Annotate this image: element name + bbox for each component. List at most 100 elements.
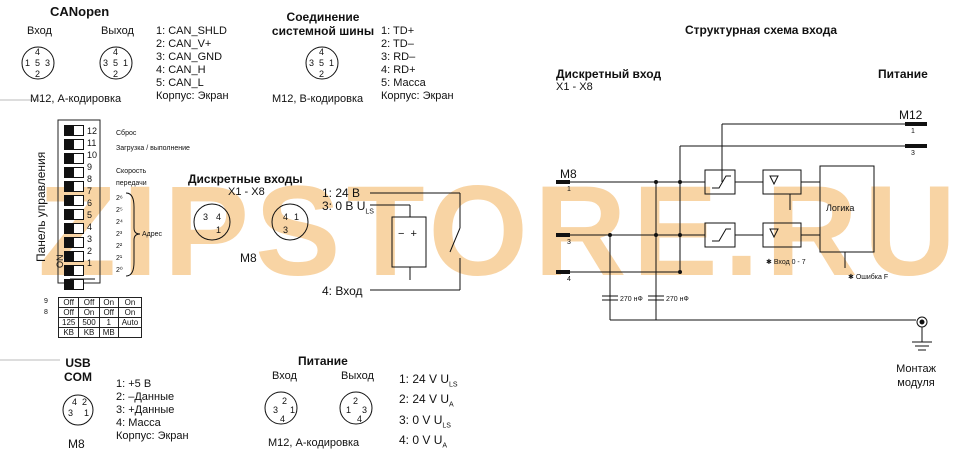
usb-title-line: USB [65, 356, 91, 370]
table-cell: 500 [78, 317, 100, 328]
terminal-label: 1 [567, 186, 571, 193]
table-cell: KB [57, 327, 80, 338]
dip-switch-8[interactable] [64, 181, 84, 192]
pinout-line: 4: 0 V UA [399, 433, 458, 453]
di-pin1: 1: 24 В [322, 186, 361, 200]
table-row: Off On Off On [57, 307, 143, 318]
canopen-title: CANopen [50, 4, 110, 19]
canopen-coding: M12, А-кодировка [30, 93, 122, 105]
load-label: Загрузка / выполнение [116, 145, 190, 152]
pin-label: 2 [35, 69, 41, 79]
pinout-line: 1: +5 В [116, 378, 152, 390]
pinout-sub: LS [449, 381, 458, 389]
di-pin4: 4: Вход [322, 284, 363, 298]
terminal-label: 3 [911, 150, 915, 157]
dip-row-label-9: 9 [44, 298, 48, 305]
dip-switch-column [64, 125, 84, 290]
pin-label: 3 [273, 405, 279, 415]
power-out-connector [339, 391, 373, 425]
sysbus-coding: M12, B-кодировка [272, 93, 364, 105]
power-in-connector [264, 391, 298, 425]
pin-label: 2 [282, 396, 288, 406]
pin-label: 4 [280, 414, 286, 424]
pinout-line: 3: CAN_GND [156, 51, 223, 63]
pinout-line: Корпус: Экран [156, 90, 229, 102]
di-pin3-sub: LS [365, 208, 374, 216]
dip-num: 5 [87, 210, 93, 220]
pinout-sub: LS [442, 422, 451, 430]
pin-label: 4 [216, 212, 222, 222]
pinout-text: 1: 24 V U [399, 372, 450, 386]
pinout-line: Корпус: Экран [381, 90, 454, 102]
dip-on-label: ON [55, 254, 65, 269]
dip-switch-3[interactable] [64, 251, 84, 262]
pin-label: 3 [103, 58, 109, 68]
pow-label: 2⁰ [116, 267, 123, 274]
dip-switch-11[interactable] [64, 139, 84, 150]
table-cell: MB [98, 327, 119, 338]
dip-switch-2[interactable] [64, 265, 84, 276]
table-cell: 125 [57, 317, 80, 328]
pin-label: 3 [362, 405, 368, 415]
pin-label: 2 [353, 396, 359, 406]
usb-pinout: 1: +5 В 2: –Данные 3: +Данные 4: Масса К… [116, 378, 189, 443]
cap1-label: 270 нФ [620, 296, 643, 303]
pin-label: 4 [319, 47, 325, 57]
table-cell: Off [98, 307, 119, 318]
pin-label: 5 [113, 58, 119, 68]
dip-switch-10[interactable] [64, 153, 84, 164]
di-conn: M8 [240, 251, 257, 265]
pin-label: 4 [357, 414, 363, 424]
dip-switch-5[interactable] [64, 223, 84, 234]
dip-switch-6[interactable] [64, 209, 84, 220]
terminal-label: 1 [911, 128, 915, 135]
dip-switch-4[interactable] [64, 237, 84, 248]
dip-switch-1[interactable] [64, 279, 84, 290]
dip-num: 2 [87, 246, 93, 256]
pinout-line: 1: CAN_SHLD [156, 25, 227, 37]
pow-label: 2⁵ [116, 207, 123, 214]
usb-title-line: COM [64, 370, 92, 384]
pinout-sub: A [449, 401, 454, 409]
block-power-title: Питание [878, 67, 928, 81]
pin-label: 5 [35, 58, 41, 68]
pinout-line: Корпус: Экран [116, 430, 189, 442]
pin-label: 1 [84, 408, 90, 418]
power-out-label: Выход [341, 370, 374, 382]
dip-position-numbers: 12 11 10 9 8 7 6 5 4 3 2 1 [87, 125, 97, 269]
pinout-line: 4: CAN_H [156, 64, 206, 76]
table-cell: Auto [117, 317, 143, 328]
pin-label: 4 [283, 212, 289, 222]
dip-num: 6 [87, 198, 93, 208]
canopen-pinout: 1: CAN_SHLD 2: CAN_V+ 3: CAN_GND 4: CAN_… [156, 25, 229, 103]
pow-label: 2⁶ [116, 195, 123, 202]
table-cell [117, 327, 143, 338]
dip-num: 4 [87, 222, 93, 232]
pin-label: 3 [68, 408, 74, 418]
table-cell: On [117, 297, 143, 308]
pin-label: 3 [45, 58, 51, 68]
pinout-line: 5: Масса [381, 77, 426, 89]
block-title: Структурная схема входа [685, 23, 838, 37]
pow-label: 2³ [116, 231, 123, 238]
power-coding: M12, А-кодировка [268, 437, 360, 449]
dip-num: 12 [87, 126, 98, 136]
sysbus-title-line: Соединение [286, 10, 360, 24]
table-cell: On [98, 297, 119, 308]
dip-num: 3 [87, 234, 93, 244]
reset-label: Сброс [116, 130, 137, 137]
address-powers: 2⁶ 2⁵ 2⁴ 2³ 2² 2¹ 2⁰ [116, 193, 123, 277]
di-connector-left [193, 203, 231, 241]
table-row: Off Off On On [57, 297, 143, 308]
dip-num: 9 [87, 162, 93, 172]
canopen-out-connector [99, 46, 133, 80]
di-source-minus: − + [398, 228, 417, 240]
di-range: X1 - X8 [228, 186, 265, 198]
input-led-text: Вход 0 - 7 [773, 259, 806, 266]
dip-switch-7[interactable] [64, 195, 84, 206]
speed-label-2: передачи [116, 180, 147, 187]
dip-row-label-8: 8 [44, 309, 48, 316]
dip-switch-12[interactable] [64, 125, 84, 136]
dip-switch-9[interactable] [64, 167, 84, 178]
